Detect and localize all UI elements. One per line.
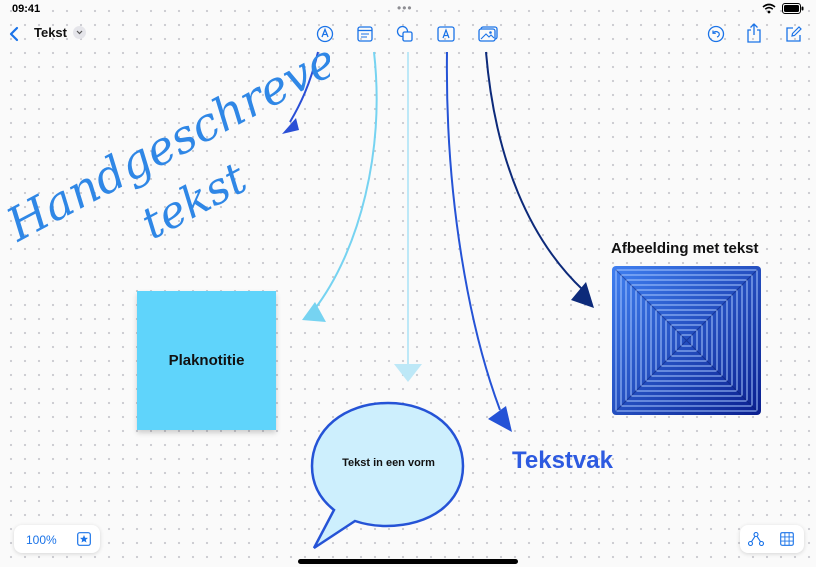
concentric-square xyxy=(635,289,738,392)
pen-icon xyxy=(316,25,334,43)
board-title: Tekst xyxy=(34,25,67,40)
concentric-square xyxy=(615,269,758,412)
pen-tool-button[interactable] xyxy=(315,24,335,44)
status-time: 09:41 xyxy=(12,3,41,15)
status-icons xyxy=(762,3,804,14)
chevron-down-icon xyxy=(73,26,86,39)
handwritten-text[interactable]: Handgeschreven tekst xyxy=(0,30,330,260)
arrow-to-handwriting xyxy=(289,51,319,123)
grid-button[interactable] xyxy=(778,531,796,547)
concentric-squares-image[interactable] xyxy=(612,266,761,415)
concentric-square xyxy=(630,284,743,397)
arrow-to-image xyxy=(485,51,584,291)
media-tool-button[interactable] xyxy=(478,24,498,44)
sticky-note-icon xyxy=(357,26,373,42)
sticky-note[interactable]: Plaknotitie xyxy=(137,291,276,430)
speech-bubble-shape[interactable] xyxy=(300,400,475,555)
sticky-note-text: Plaknotitie xyxy=(168,352,245,369)
shape-text: Tekst in een vorm xyxy=(342,457,435,469)
share-button[interactable] xyxy=(744,22,764,44)
concentric-square xyxy=(670,324,703,357)
image-caption[interactable]: Afbeelding met tekst xyxy=(611,240,759,257)
status-bar: 09:41 ••• xyxy=(0,0,816,18)
connector-nodes-icon xyxy=(748,532,764,546)
concentric-square xyxy=(665,319,708,362)
shapes-icon xyxy=(396,25,413,42)
concentric-square xyxy=(660,314,713,367)
star-icon xyxy=(77,532,91,546)
new-board-icon xyxy=(785,25,802,42)
shapes-tool-button[interactable] xyxy=(395,24,415,44)
text-box-icon xyxy=(437,26,455,42)
back-button[interactable] xyxy=(4,24,24,44)
new-board-button[interactable] xyxy=(783,24,803,44)
arrowhead-textbox xyxy=(488,406,512,432)
battery-icon xyxy=(782,3,804,14)
arrowhead-image xyxy=(571,282,594,308)
share-icon xyxy=(747,23,761,43)
connector-button[interactable] xyxy=(747,531,765,547)
undo-icon xyxy=(707,25,725,43)
text-box-tool-button[interactable] xyxy=(436,24,456,44)
sticky-note-tool-button[interactable] xyxy=(355,24,375,44)
zoom-level[interactable]: 100% xyxy=(26,533,57,547)
arrowhead-handwriting xyxy=(282,118,299,134)
arrow-to-textbox xyxy=(445,51,501,411)
media-icon xyxy=(478,26,498,42)
arrowhead-sticky xyxy=(302,302,326,322)
concentric-square xyxy=(645,299,728,382)
concentric-square xyxy=(680,334,693,347)
chevron-left-icon xyxy=(9,26,19,42)
favorites-button[interactable] xyxy=(76,531,92,547)
multitasking-dots[interactable]: ••• xyxy=(397,1,413,15)
wifi-icon xyxy=(762,3,776,14)
concentric-square xyxy=(650,304,723,377)
text-box[interactable]: Tekstvak xyxy=(512,447,613,474)
arrowhead-shape xyxy=(394,364,422,382)
concentric-square xyxy=(625,279,748,402)
board-title-menu[interactable]: Tekst xyxy=(34,25,86,40)
concentric-square xyxy=(620,274,753,407)
undo-button[interactable] xyxy=(706,24,726,44)
grid-icon xyxy=(780,532,794,546)
concentric-square xyxy=(640,294,733,387)
concentric-square xyxy=(655,309,718,372)
arrow-to-sticky xyxy=(313,51,378,311)
concentric-square xyxy=(675,329,698,352)
home-indicator[interactable] xyxy=(298,559,518,564)
